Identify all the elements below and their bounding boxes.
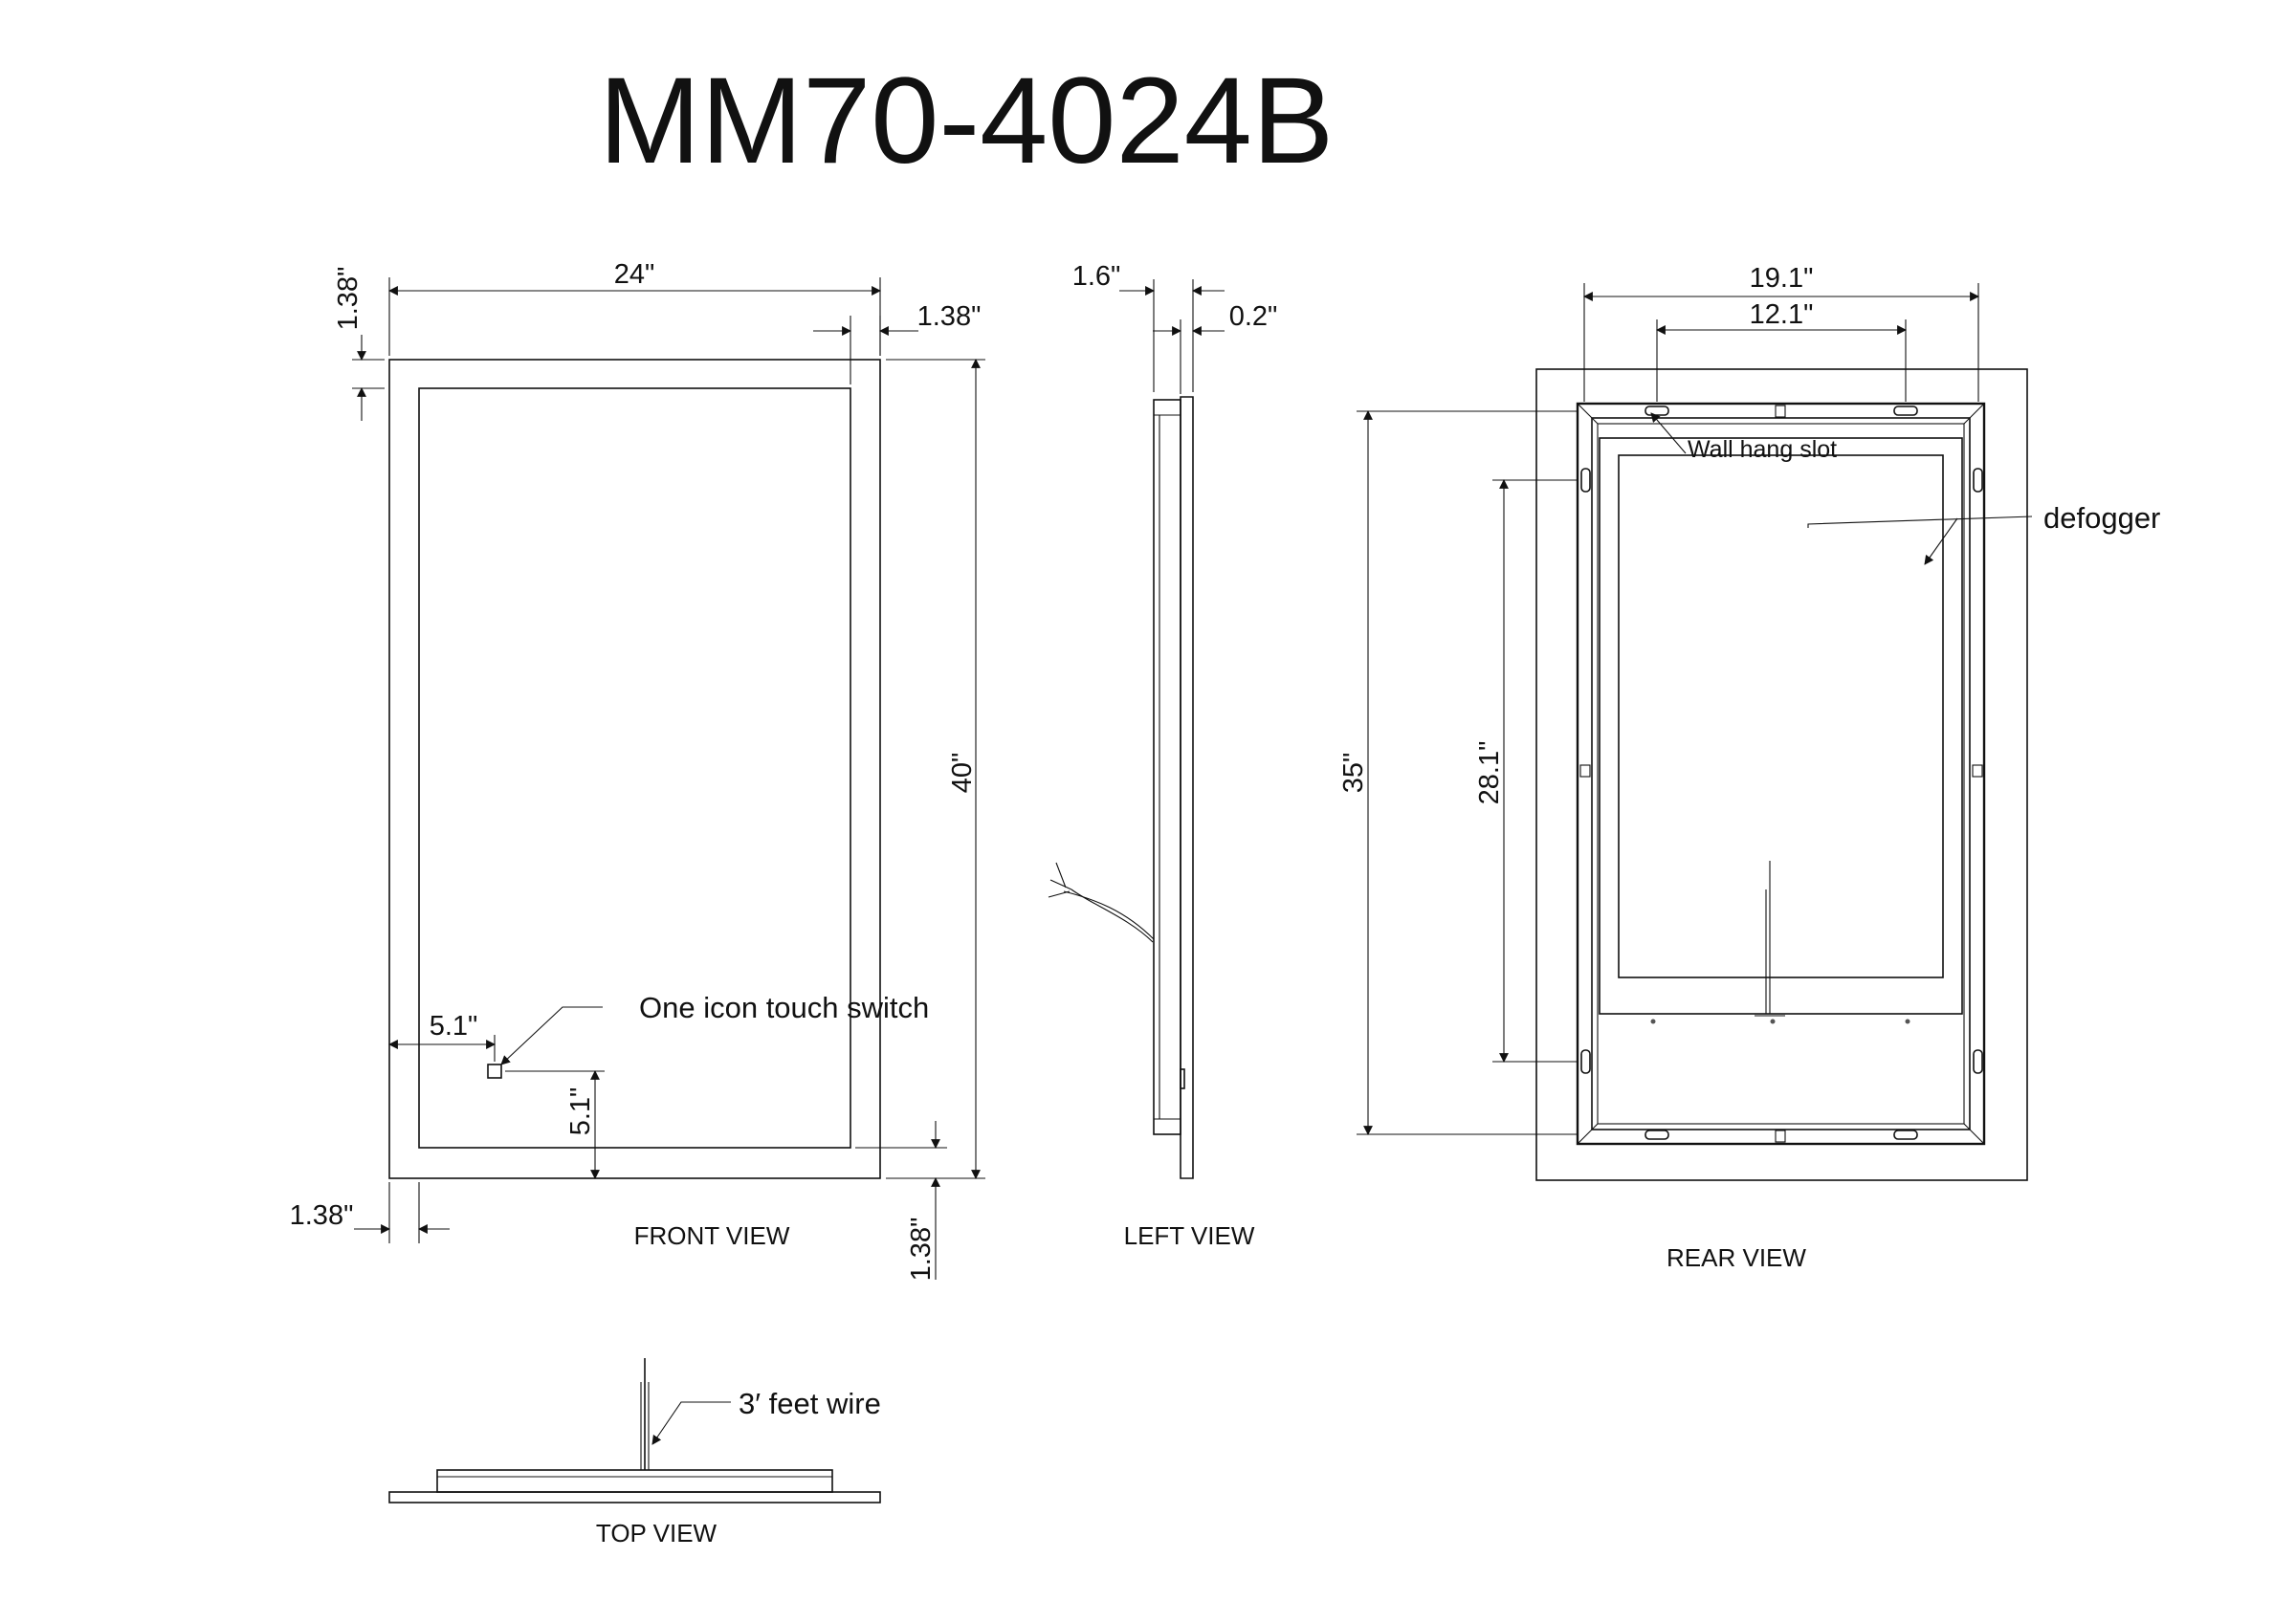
top-view: 3′ feet wire TOP VIEW [388,1358,881,1547]
label-front-view: FRONT VIEW [634,1221,790,1250]
dim-border-right: 1.38" [917,301,982,332]
dim-side-depth: 1.6" [1072,261,1121,292]
front-glass-area [418,387,851,1149]
dim-switch-y: 5.1" [565,1087,596,1136]
label-top-view: TOP VIEW [596,1519,718,1547]
dim-border-bottom: 1.38" [906,1218,937,1282]
note-wire: 3′ feet wire [739,1387,881,1420]
dim-glass-thickness: 0.2" [1229,301,1278,332]
drawing-title: MM70-4024B [599,53,1334,189]
dim-front-width: 24" [614,259,655,290]
side-wire [1071,889,1154,943]
dim-slot-vertical-inner: 28.1" [1474,741,1505,805]
side-backplate [1153,399,1181,1135]
label-left-view: LEFT VIEW [1124,1221,1255,1250]
note-defogger: defogger [2043,501,2160,535]
wall-hang-slots [1580,406,1983,1140]
note-wall-hang-slot: Wall hang slot [1688,436,1837,463]
label-rear-view: REAR VIEW [1667,1243,1806,1272]
rear-outer-frame [1535,368,2028,1181]
rear-view: 19.1" 12.1" 35" 28.1" Wall hang slot def… [1338,263,2160,1272]
front-view: 24" 1.38" 1.38" 40" 1.38" 1.38" 5.1 [290,259,985,1281]
top-glass [388,1491,881,1503]
dim-border-left: 1.38" [290,1200,354,1231]
dim-front-height: 40" [947,753,978,794]
dim-border-top: 1.38" [333,267,364,331]
rear-back-panel [1576,402,1986,1146]
side-profile [1180,396,1194,1179]
front-frame-border [388,359,881,1179]
defogger-pad [1618,454,1944,978]
dim-slot-inner-span: 12.1" [1750,299,1814,330]
note-touch-switch: One icon touch switch [639,991,929,1024]
rear-inner-housing [1599,437,1963,1015]
dim-slot-outer-span: 19.1" [1750,263,1814,294]
touch-switch-icon [487,1064,502,1079]
top-backplate [436,1469,833,1493]
dim-slot-vertical-outer: 35" [1338,753,1369,794]
left-view: 1.6" 0.2" LEFT VIEW [1048,261,1278,1250]
dim-switch-x: 5.1" [430,1011,478,1042]
